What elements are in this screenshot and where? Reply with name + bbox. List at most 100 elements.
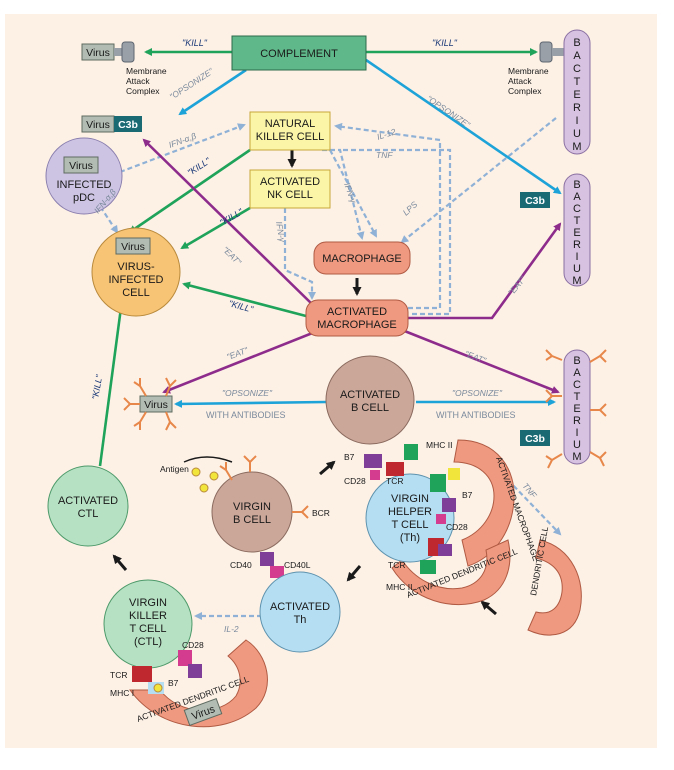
bacterium-letter: B (573, 355, 580, 367)
c3b-tag-label: C3b (525, 433, 545, 445)
label-line: COMPLEMENT (260, 48, 338, 60)
kill-label: "KILL" (90, 373, 104, 400)
bacterium-letter: R (573, 415, 581, 427)
bacterium-letter: M (572, 275, 581, 287)
bacterium-letter: B (573, 179, 580, 191)
virus-tag-label: Virus (86, 47, 110, 59)
with-antibodies-label: WITH ANTIBODIES (436, 410, 516, 420)
virus-infected-cell (91, 227, 181, 317)
label-line: ACTIVATED (340, 389, 400, 401)
label-line: pDC (73, 192, 95, 204)
kill-label: "KILL" (182, 38, 208, 48)
mhc2-label: MHC II (426, 440, 452, 450)
activated-b-cell (325, 355, 415, 445)
cd40l-label: CD40L (284, 560, 311, 570)
bacterium-letter: E (573, 403, 580, 415)
mac-right (539, 41, 566, 63)
label-line: NATURAL (265, 118, 316, 130)
ifn-ab-arrow-virus-cell (95, 199, 119, 234)
label-line: B CELL (233, 514, 271, 526)
label-line: MACROPHAGE (322, 253, 401, 265)
label-line: Complex (126, 86, 160, 96)
macrophage-box (313, 241, 411, 275)
virus-tag (183, 698, 223, 726)
label-line: ACTIVATED (58, 495, 118, 507)
kill-arrow-activated-nk (180, 206, 251, 250)
cytokine-arrows (95, 117, 562, 620)
label-line: CELL (122, 287, 150, 299)
transition-arrows (112, 150, 497, 616)
antibodies-bacterium (545, 349, 607, 469)
bacterium-letter: T (574, 76, 581, 88)
label-line: B CELL (351, 402, 389, 414)
bacterium-letter: C (573, 63, 581, 75)
lps-arrow (400, 117, 557, 244)
kill-arrow-macrophage (182, 281, 307, 318)
molecule-labels: MHC II B7 TCR CD28 B7 CD28 TCR MHC II An… (110, 440, 473, 698)
with-antibodies-label: WITH ANTIBODIES (206, 410, 286, 420)
b7-label: B7 (462, 490, 473, 500)
label-line: ACTIVATED (260, 176, 320, 188)
bacterium-2 (563, 173, 591, 287)
opsonize-antibody-arrow-virus (174, 399, 327, 408)
cd28-label: CD28 (446, 522, 468, 532)
bacterium-letter: B (573, 37, 580, 49)
cd28-label: CD28 (344, 476, 366, 486)
label-line: KILLER CELL (256, 131, 324, 143)
c3b-tag (520, 192, 550, 208)
c3b-tag-label: C3b (118, 119, 138, 131)
bacterium-letter: U (573, 439, 581, 451)
opsonize-arrows (174, 58, 562, 408)
bacterium-3 (563, 349, 591, 465)
activated-th-cell (259, 571, 341, 653)
label-line: HELPER (388, 506, 432, 518)
opsonize-arrow-virus (178, 68, 247, 116)
label-line: (Th) (400, 532, 420, 544)
opsonize-label: "OPSONIZE" (452, 388, 503, 398)
bacterium-letter: E (573, 227, 580, 239)
tnf-arrow (329, 149, 377, 238)
tnf-return-arrow (340, 148, 452, 316)
dendritic-cell (527, 539, 582, 636)
kill-arrows (98, 48, 538, 467)
bcr-label: BCR (312, 508, 330, 518)
ifn-g-arrow-macrophage (322, 148, 365, 240)
bacterium-1 (563, 29, 591, 155)
activated-nk-box (249, 169, 331, 209)
label-line: Complex (508, 86, 542, 96)
b7-label: B7 (344, 452, 355, 462)
complement-label: COMPLEMENT (260, 48, 338, 60)
c3b-tag-label: C3b (525, 195, 545, 207)
label-line: Attack (508, 76, 532, 86)
tcr-label: TCR (386, 476, 403, 486)
bacterium-letter: I (575, 115, 578, 127)
b7-label: B7 (168, 678, 179, 688)
label-line: Attack (126, 76, 150, 86)
bacterium-letter: C (573, 203, 581, 215)
label-line: VIRGIN (391, 493, 429, 505)
receptor-blocks-killer (132, 650, 202, 694)
bacterium-letter: R (573, 102, 581, 114)
bacterium-letter: E (573, 89, 580, 101)
bacterium-letter: A (573, 367, 581, 379)
label-line: ACTIVATED (327, 306, 387, 318)
ifn-ab-arrow-nk (119, 123, 246, 174)
virus-tag-label: Virus (121, 241, 145, 253)
label-line: KILLER (129, 610, 167, 622)
ifn-g-label: IFN-γ (274, 221, 288, 244)
bacterium-letter: U (573, 128, 581, 140)
cd28-label: CD28 (182, 640, 204, 650)
activated-macrophage-box (305, 299, 409, 337)
cd40-label: CD40 (230, 560, 252, 570)
